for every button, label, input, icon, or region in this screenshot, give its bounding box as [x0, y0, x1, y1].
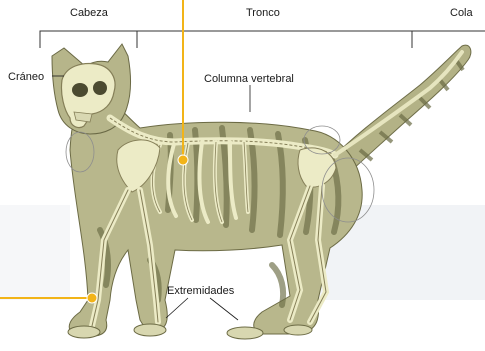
label-craneo: Cráneo — [8, 71, 44, 83]
limb-leader-dot — [87, 293, 97, 303]
label-cola: Cola — [450, 7, 474, 19]
label-extremidades: Extremidades — [167, 285, 235, 297]
tronco-bracket — [137, 31, 412, 48]
region-brackets — [40, 31, 485, 48]
label-columna-vertebral: Columna vertebral — [204, 73, 294, 85]
label-cabeza: Cabeza — [70, 7, 109, 19]
label-tronco: Tronco — [246, 7, 280, 19]
extremidades-pointer-left — [166, 298, 188, 318]
spine-leader-dot — [178, 155, 188, 165]
extremidades-pointer-right — [210, 298, 238, 320]
